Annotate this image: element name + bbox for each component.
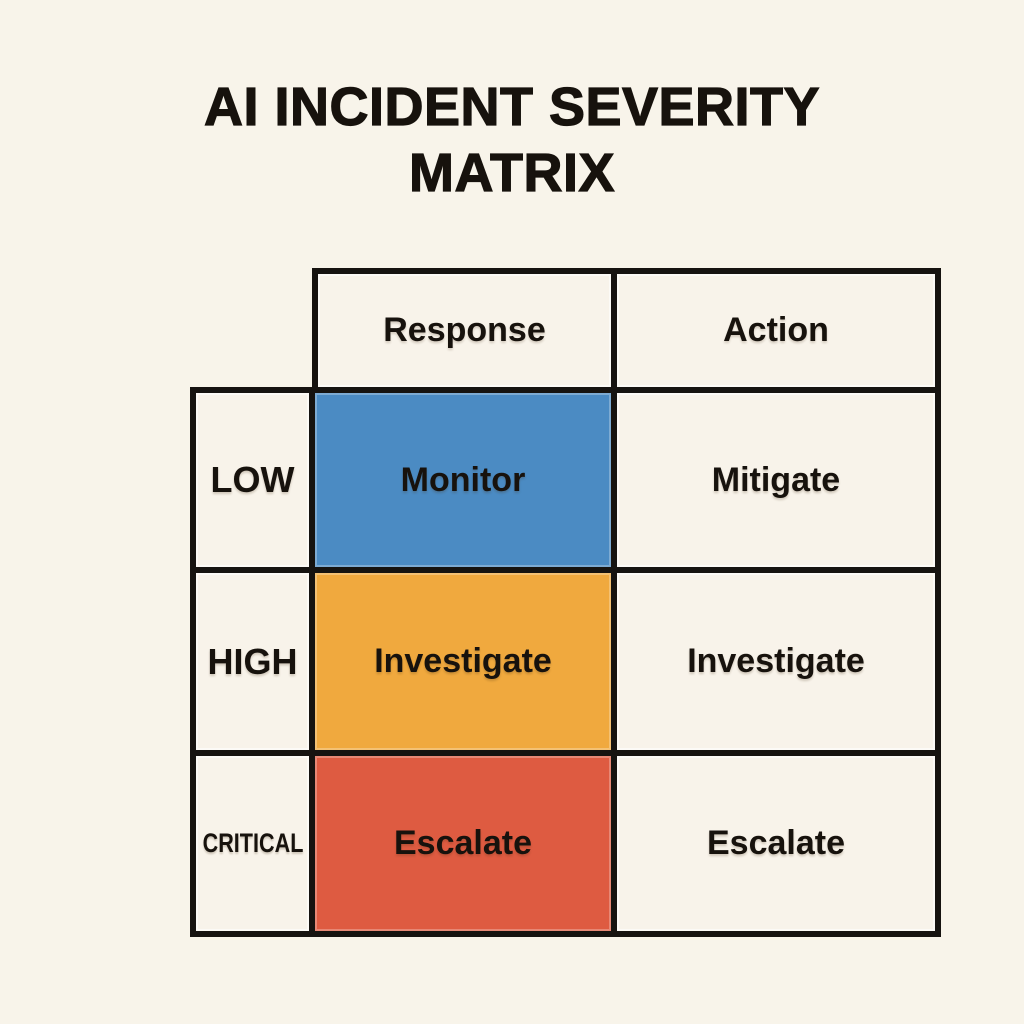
matrix-body: LOW Monitor Mitigate HIGH Investigate In…: [190, 387, 941, 937]
page-title-line-1: AI INCIDENT SEVERITY: [203, 76, 821, 137]
column-header-action: Action: [617, 274, 935, 387]
cell-critical-response: Escalate: [315, 756, 611, 931]
row-label-critical-text: CRITICAL: [202, 828, 303, 858]
column-header-response: Response: [318, 274, 611, 387]
row-label-critical: CRITICAL: [196, 756, 309, 931]
page-title-line-2: MATRIX: [408, 142, 615, 203]
cell-critical-action: Escalate: [617, 756, 935, 931]
matrix-header-row: Response Action: [312, 268, 941, 387]
row-label-high: HIGH: [196, 573, 309, 750]
row-label-low: LOW: [196, 393, 309, 567]
cell-high-action: Investigate: [617, 573, 935, 750]
cell-low-response: Monitor: [315, 393, 611, 567]
cell-high-response: Investigate: [315, 573, 611, 750]
cell-low-action: Mitigate: [617, 393, 935, 567]
